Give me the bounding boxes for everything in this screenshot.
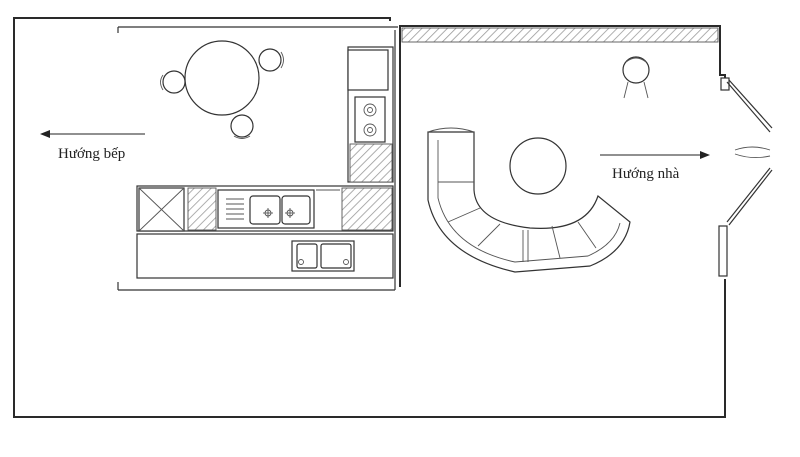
kitchen-walls — [117, 26, 398, 291]
kitchen-direction-indicator: Hướng bếp — [40, 130, 145, 162]
burner-icon — [363, 123, 377, 137]
cooktop — [354, 96, 386, 143]
house-direction-indicator: Hướng nhà — [600, 151, 710, 182]
dining-chair — [258, 48, 284, 72]
appliance-box — [347, 49, 389, 91]
burner-icon — [363, 103, 377, 117]
sink-basin — [281, 195, 311, 225]
sink-basin — [249, 195, 281, 225]
main-counter — [136, 185, 394, 232]
coffee-table — [509, 137, 567, 195]
armchair — [622, 56, 650, 99]
house-direction-label: Hướng nhà — [612, 166, 680, 182]
side-counter — [347, 46, 394, 183]
top-wall-hatch — [401, 27, 719, 43]
drainboard — [226, 198, 244, 220]
dining-chair — [230, 114, 254, 139]
curved-sofa — [427, 127, 631, 273]
dining-table-set — [160, 40, 284, 139]
outer-walls — [13, 17, 726, 418]
kitchen-island — [136, 233, 394, 279]
kitchen-direction-label: Hướng bếp — [58, 146, 125, 162]
entrance-door — [718, 74, 773, 277]
dining-table — [184, 40, 260, 116]
dining-chair — [160, 70, 186, 94]
